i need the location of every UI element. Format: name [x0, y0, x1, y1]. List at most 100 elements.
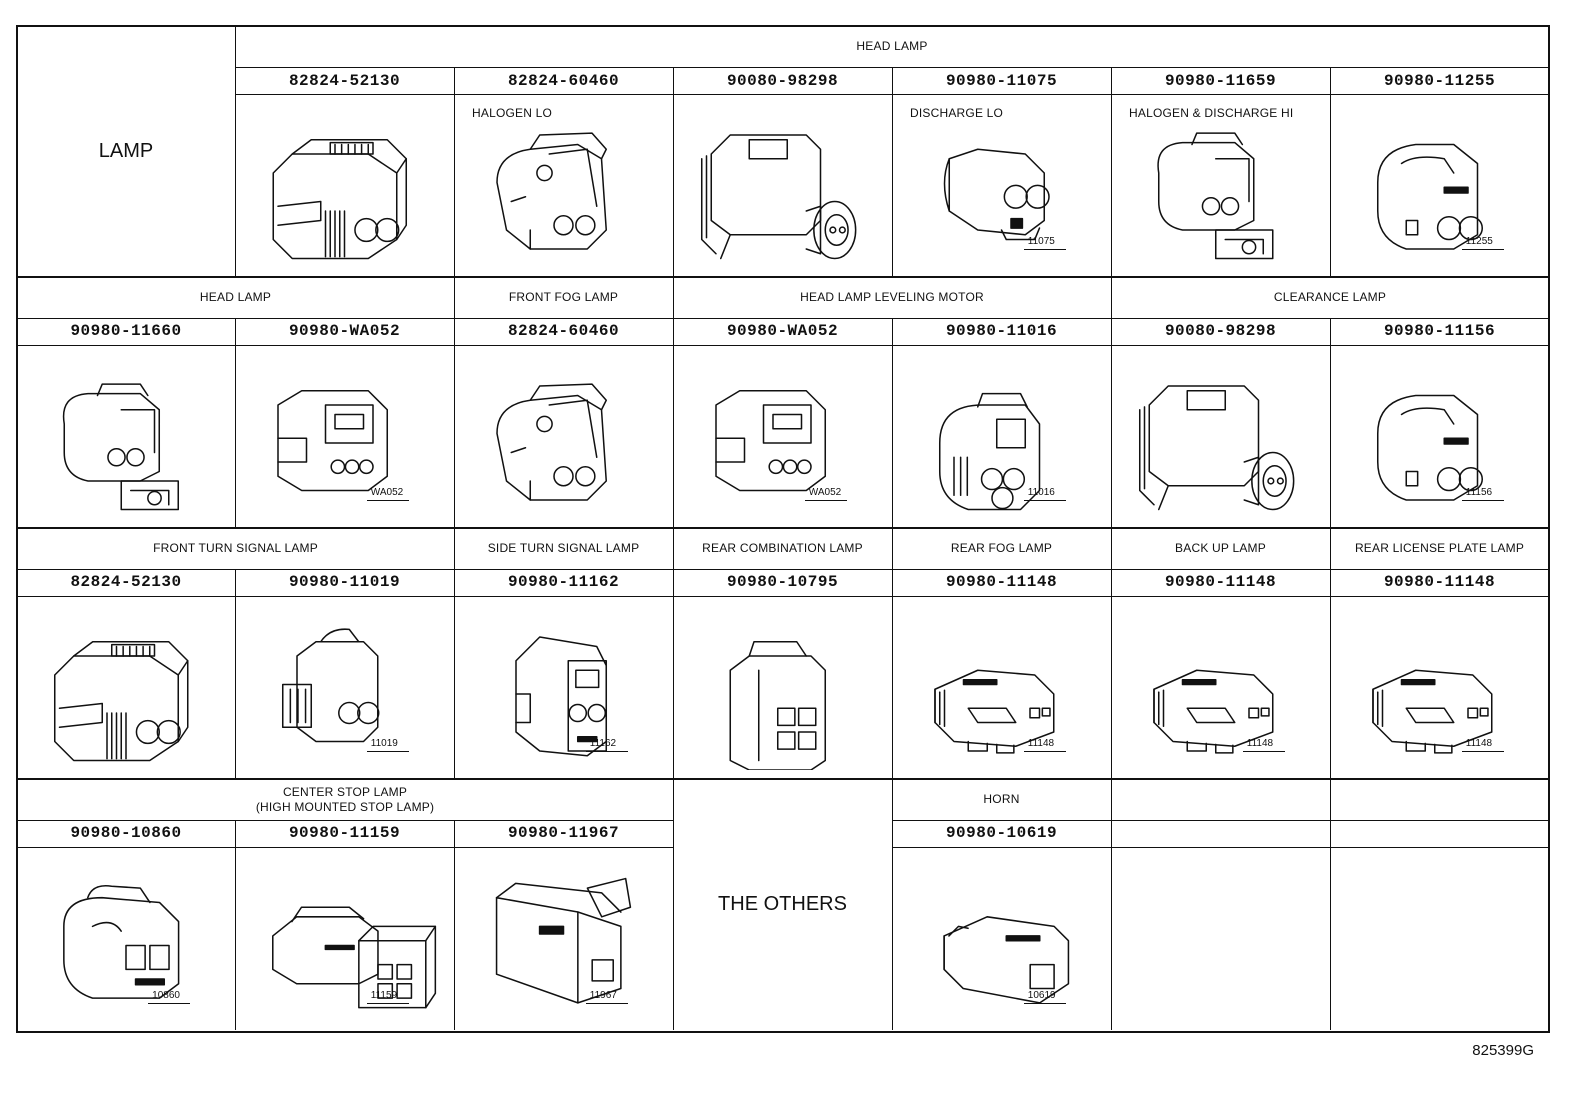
category-label: HORN	[983, 792, 1020, 806]
lamp-label: LAMP	[98, 140, 154, 162]
connector-box-icon	[469, 869, 658, 1022]
category-divider	[17, 318, 1549, 319]
callout-label: 10619	[1027, 990, 1056, 1001]
column-divider	[673, 278, 674, 527]
callout-leader	[1242, 751, 1285, 752]
connector-large-4slot-icon	[250, 116, 439, 268]
column-divider	[235, 820, 236, 1030]
category-label: FRONT TURN SIGNAL LAMP	[153, 541, 318, 555]
part-number: 90980-11159	[288, 824, 401, 842]
column-divider	[673, 529, 674, 778]
callout-label: 11016	[1027, 487, 1055, 498]
row-separator	[17, 778, 1549, 780]
category-label: FRONT FOG LAMP	[508, 290, 619, 304]
callout-label: 11156	[1465, 487, 1493, 498]
column-divider	[1111, 67, 1112, 276]
connector-sealed-round-icon	[688, 116, 877, 268]
callout-leader	[366, 500, 409, 501]
callout-leader	[366, 751, 409, 752]
callout-label: 11148	[1027, 738, 1055, 749]
column-divider	[1111, 278, 1112, 527]
category-divider	[17, 820, 673, 821]
callout-label: 11148	[1246, 738, 1274, 749]
connector-halogen-icon	[469, 367, 658, 519]
part-number-divider	[892, 847, 1549, 848]
category-label: CLEARANCE LAMP	[1273, 290, 1387, 304]
connector-side-turn-icon	[469, 618, 658, 770]
category-divider	[17, 569, 1549, 570]
part-number: 90980-10795	[726, 573, 839, 591]
part-number: 90080-98298	[1164, 322, 1277, 340]
category-label: CENTER STOP LAMP	[282, 785, 408, 799]
connector-flat-icon	[907, 618, 1096, 770]
column-divider	[1330, 67, 1331, 276]
callout-label: 11148	[1465, 738, 1493, 749]
connector-note: HALOGEN & DISCHARGE HI	[1129, 106, 1294, 120]
column-divider	[454, 529, 455, 778]
callout-leader	[366, 1003, 409, 1004]
callout-leader	[1461, 500, 1504, 501]
category-label: HEAD LAMP	[199, 290, 272, 304]
callout-leader	[585, 751, 628, 752]
part-number: 90980-11019	[288, 573, 401, 591]
connector-chart-frame	[16, 25, 1550, 1033]
callout-label: 11159	[370, 990, 398, 1001]
category-sublabel: (HIGH MOUNTED STOP LAMP)	[255, 800, 435, 814]
connector-stop-lamp-icon	[32, 869, 220, 1022]
the-others-label: THE OTHERS	[718, 893, 847, 915]
part-number: 90980-WA052	[288, 322, 401, 340]
part-number: 82824-60460	[507, 322, 620, 340]
callout-leader	[1023, 500, 1066, 501]
callout-leader	[148, 1003, 191, 1004]
column-divider	[1111, 780, 1112, 1030]
column-divider	[1330, 529, 1331, 778]
connector-2pin-small-icon	[250, 618, 439, 770]
category-label: HEAD LAMP	[856, 39, 928, 53]
callout-label: 11162	[589, 738, 617, 749]
category-label: HEAD LAMP LEVELING MOTOR	[800, 290, 984, 304]
connector-large-4slot-icon	[32, 618, 220, 770]
category-divider	[892, 820, 1549, 821]
connector-halogen-icon	[469, 116, 658, 268]
connector-horn-icon	[907, 869, 1096, 1022]
part-number: 90980-11148	[945, 573, 1058, 591]
part-number: 90080-98298	[726, 72, 839, 90]
part-number: 82824-52130	[288, 72, 401, 90]
callout-label: 11075	[1027, 236, 1055, 247]
drawing-number: 825399G	[1472, 1042, 1534, 1059]
part-number: 90980-11967	[507, 824, 620, 842]
column-divider	[235, 318, 236, 527]
part-number: 90980-11075	[945, 72, 1058, 90]
part-number: 90980-10619	[945, 824, 1058, 842]
callout-leader	[1461, 751, 1504, 752]
part-number: 90980-WA052	[726, 322, 839, 340]
part-number: 90980-10860	[70, 824, 182, 842]
part-number: 90980-11148	[1383, 573, 1496, 591]
connector-3pin-icon	[250, 367, 439, 519]
part-number: 82824-52130	[70, 573, 182, 591]
column-divider	[892, 318, 893, 527]
part-number: 90980-11148	[1164, 573, 1277, 591]
part-number: 82824-60460	[507, 72, 620, 90]
part-number: 90980-11659	[1164, 72, 1277, 90]
part-number: 90980-11156	[1383, 322, 1496, 340]
column-divider	[1330, 780, 1331, 1030]
category-label: REAR COMBINATION LAMP	[702, 541, 863, 555]
callout-label: 10860	[152, 990, 180, 1001]
part-number-divider	[17, 596, 1549, 597]
connector-hi-beam-icon	[1126, 116, 1315, 268]
callout-leader	[1023, 249, 1066, 250]
connector-hi-beam-icon	[32, 367, 220, 519]
column-divider	[235, 569, 236, 778]
category-label: SIDE TURN SIGNAL LAMP	[487, 541, 640, 555]
part-number-divider	[17, 847, 673, 848]
callout-label: WA052	[370, 487, 404, 498]
callout-label: 11967	[589, 990, 617, 1001]
connector-4square-icon	[688, 618, 877, 771]
part-number: 90980-11016	[945, 322, 1058, 340]
column-divider	[673, 780, 674, 1030]
connector-flat-icon	[1126, 618, 1315, 770]
column-divider	[1330, 318, 1331, 527]
column-divider	[454, 67, 455, 276]
column-divider	[454, 278, 455, 527]
